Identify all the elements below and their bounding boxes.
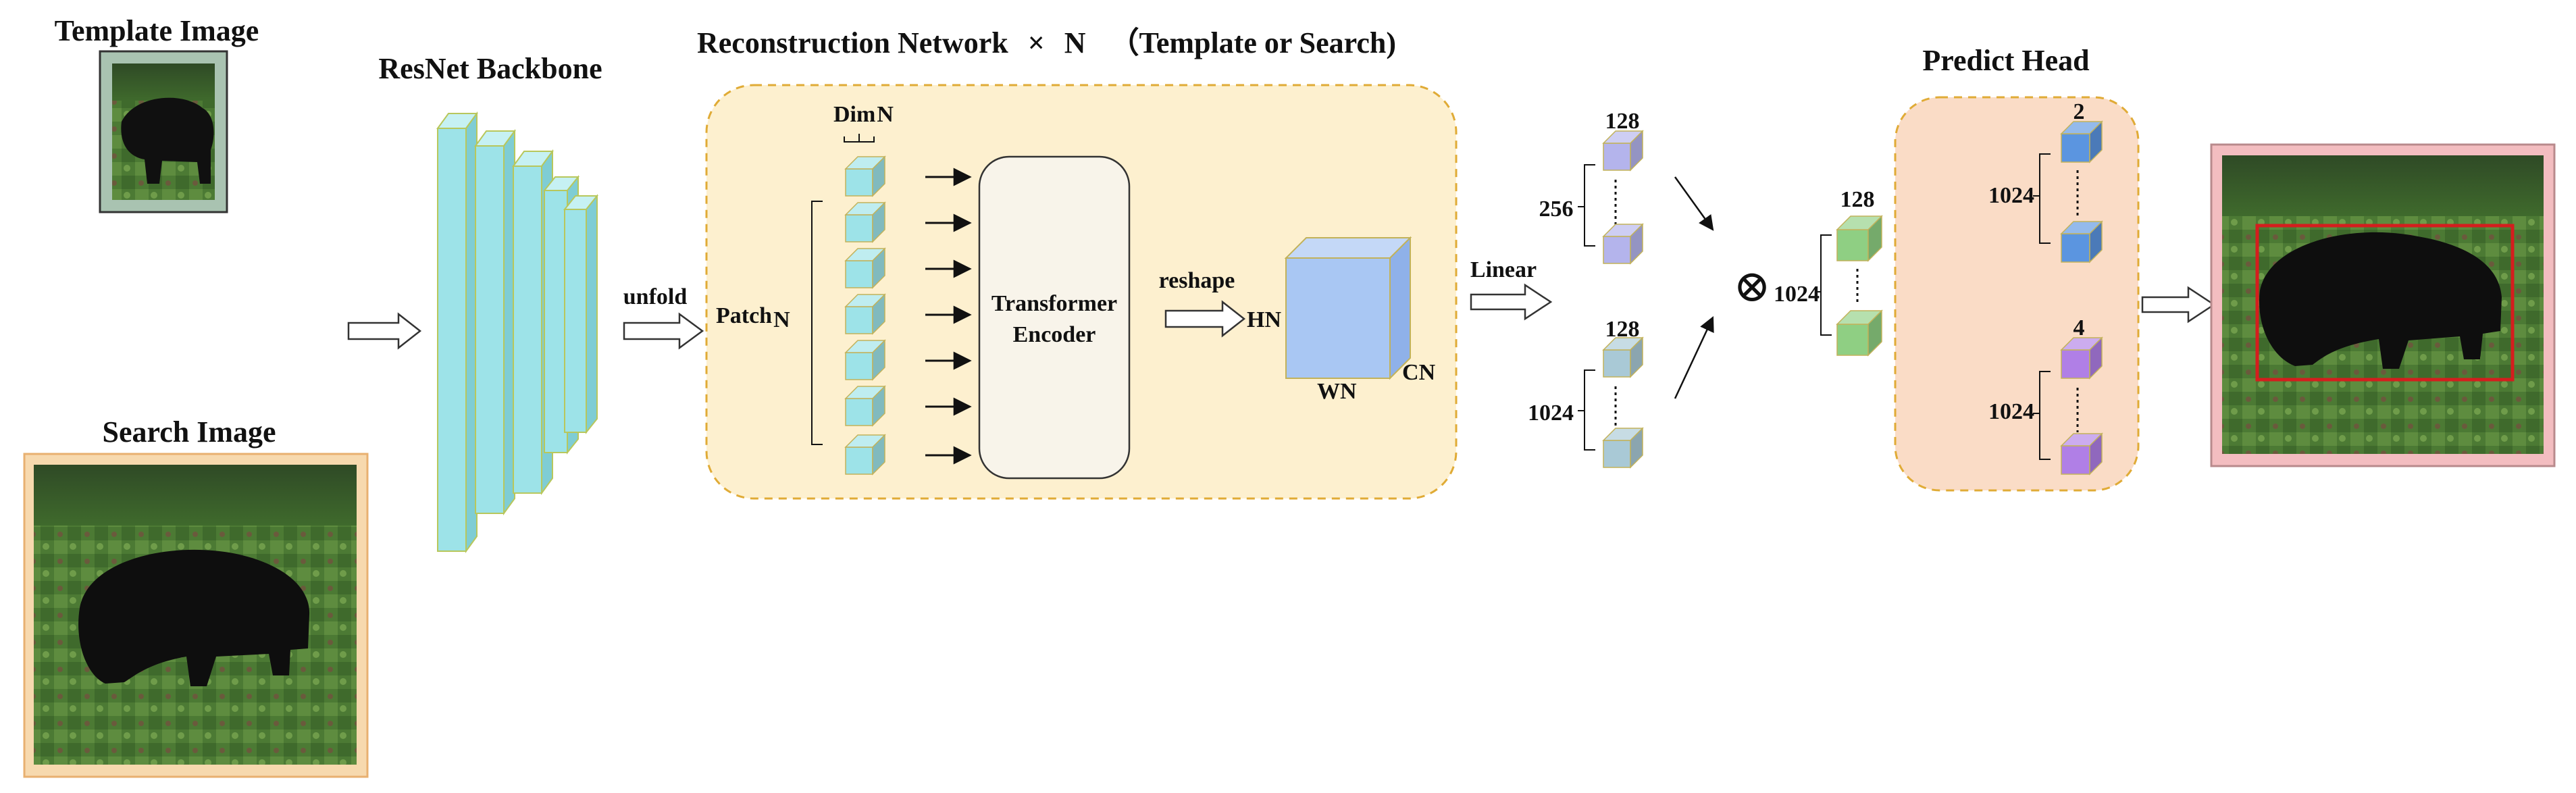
feat-b-cubes <box>1602 336 1644 469</box>
head-a-cube <box>2060 220 2103 263</box>
unfold-arrow <box>623 312 704 350</box>
output-arrow <box>2141 286 2216 324</box>
patch-token-cube <box>844 434 886 476</box>
head-a-side-dim: 1024 <box>1988 183 2034 208</box>
tensor-product-icon: ⊗ <box>1733 262 1770 311</box>
search-image-label: Search Image <box>102 415 276 449</box>
head-b-cube <box>2060 432 2103 476</box>
patch-tokens <box>844 155 886 476</box>
output-image <box>2210 143 2556 467</box>
reconstruction-title: Reconstruction Network × N （Template or … <box>697 26 1396 59</box>
feat-a-side-dim: 256 <box>1539 197 1574 222</box>
feat-b-cube <box>1602 427 1644 469</box>
resnet-backbone <box>436 111 599 554</box>
unfold-label: unfold <box>623 284 688 309</box>
template-image-label: Template Image <box>55 14 259 47</box>
patch-token-cube <box>844 293 886 335</box>
head-b-cubes <box>2060 336 2103 476</box>
head-b-bracket <box>2033 371 2051 460</box>
dim-label: DimN <box>833 102 894 127</box>
feat-a-cube <box>1602 130 1644 172</box>
fused-cube <box>1836 309 1883 357</box>
patch-token-cube <box>844 247 886 289</box>
channel-label: CN <box>1402 360 1436 385</box>
linear-label-1: Linear <box>1470 257 1537 282</box>
feat-a-top-dim: 128 <box>1605 109 1640 134</box>
transformer-encoder <box>978 155 1131 480</box>
input-arrow <box>347 312 422 350</box>
reshape-label: reshape <box>1159 268 1235 293</box>
patch-token-cube <box>844 339 886 381</box>
prediction-bounding-box <box>2255 224 2515 382</box>
feat-b-side-dim: 1024 <box>1528 401 1574 426</box>
head-a-cubes <box>2060 120 2103 263</box>
head-a-cube <box>2060 120 2103 163</box>
fused-cubes <box>1836 215 1883 357</box>
head-a-top-dim: 2 <box>2073 99 2085 124</box>
predict-head-box <box>1894 96 2140 492</box>
predict-head-label: Predict Head <box>1922 44 2089 77</box>
head-b-top-dim: 4 <box>2073 315 2085 340</box>
head-b-cube <box>2060 336 2103 380</box>
transformer-encoder-line1: Transformer <box>991 291 1117 316</box>
transformer-encoder-line2: Encoder <box>1013 322 1096 347</box>
feature-map-cube <box>1284 236 1412 380</box>
template-image <box>99 50 228 213</box>
feat-a-cubes <box>1602 130 1644 265</box>
fused-side-dim: 1024 <box>1774 282 1820 307</box>
linear-arrow-1 <box>1470 283 1553 321</box>
fused-bracket <box>1815 234 1832 336</box>
feat-b-cube <box>1602 336 1644 378</box>
token-arrows <box>925 168 972 465</box>
merge-arrow-bottom <box>1674 315 1714 399</box>
feat-b-bracket <box>1578 369 1595 451</box>
reshape-arrow <box>1164 300 1246 338</box>
search-image <box>23 453 369 778</box>
feat-a-cube <box>1602 223 1644 265</box>
head-b-side-dim: 1024 <box>1988 399 2034 424</box>
feat-a-bracket <box>1578 164 1595 247</box>
patch-token-cube <box>844 385 886 427</box>
fused-cube <box>1836 215 1883 262</box>
patch-bracket <box>811 201 823 445</box>
patch-label: PatchN <box>716 303 790 332</box>
head-a-bracket <box>2033 153 2051 244</box>
patch-token-cube <box>844 155 886 197</box>
fused-top-dim: 128 <box>1840 187 1875 212</box>
resnet-backbone-label: ResNet Backbone <box>378 52 602 85</box>
patch-token-cube <box>844 201 886 243</box>
height-label: HN <box>1247 307 1281 332</box>
dim-brace <box>844 134 875 143</box>
width-label: WN <box>1317 379 1357 404</box>
merge-arrow-top <box>1674 176 1714 231</box>
